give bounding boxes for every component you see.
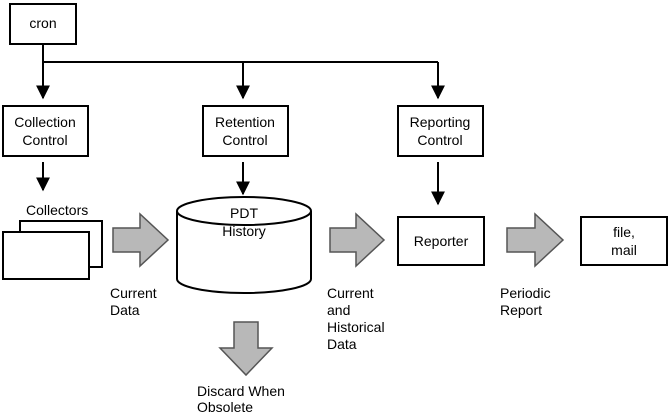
collection-control-label-1: Collection [14,114,75,130]
file-mail-label-2: mail [611,242,637,258]
reporting-control-label-1: Reporting [410,114,471,130]
reporting-control-box [397,105,484,157]
historical-label-4: Data [327,336,357,352]
discard-label-1: Discard When [197,383,285,399]
historical-label-3: Historical [327,319,385,335]
historical-label-1: Current [327,285,374,301]
pdt-history-label-2: History [222,223,266,239]
retention-control-label-1: Retention [215,114,275,130]
current-data-label-1: Current [110,285,157,301]
historical-label-2: and [327,302,350,318]
reporting-control-label-2: Control [417,132,462,148]
flow-arrow-historical-data [329,212,386,268]
flow-arrow-periodic-report [506,212,565,268]
flow-arrow-current-data [112,212,170,268]
collection-control-box [2,105,89,157]
file-mail-box [580,216,668,266]
collectors-label: Collectors [26,202,88,218]
pdt-history-cylinder-top [176,196,312,226]
collection-control-label-2: Control [22,132,67,148]
reporter-label: Reporter [414,233,469,249]
periodic-report-label-1: Periodic [500,285,551,301]
collector-box-front [2,231,90,280]
retention-control-label-2: Control [222,132,267,148]
discard-label-2: Obsolete [197,399,253,415]
pdt-history-cylinder-body [176,211,312,294]
pdt-history-label-1: PDT [230,205,258,221]
current-data-label-2: Data [110,302,140,318]
file-mail-label-1: file, [613,224,635,240]
flow-arrow-discard [218,321,274,377]
periodic-report-label-2: Report [500,302,542,318]
retention-control-box [202,105,289,157]
reporter-box [397,216,485,266]
cron-label: cron [29,15,56,31]
